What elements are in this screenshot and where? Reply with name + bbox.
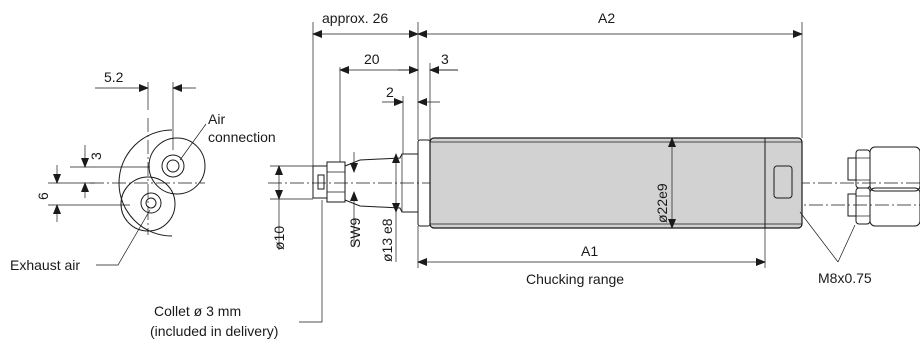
d10-label: ø10 <box>271 226 287 250</box>
air-connection-leader <box>179 123 207 161</box>
collet-nut <box>326 161 346 203</box>
collet-label-line1: Collet ø 3 mm <box>154 303 241 319</box>
fitting-top-body <box>869 146 920 192</box>
dim-approx-26-label: approx. 26 <box>322 10 388 26</box>
collet-label-line2: (included in delivery) <box>150 323 278 339</box>
air-connection-port <box>161 154 185 178</box>
air-connection-label-line1: Air <box>208 111 225 127</box>
fitting-top-nut <box>855 149 871 189</box>
dim-3-top-label: 3 <box>441 51 449 67</box>
fitting-bottom-body <box>869 187 920 227</box>
dim-5-2-label: 5.2 <box>104 69 124 85</box>
fitting-top-thread <box>847 157 857 181</box>
spindle-body <box>429 137 803 229</box>
air-connection-label-line2: connection <box>208 129 276 145</box>
rear-hex-socket <box>773 165 793 199</box>
exhaust-air-leader <box>96 209 151 266</box>
air-fitting-top <box>847 146 920 192</box>
exhaust-lobe <box>120 176 176 232</box>
air-fitting-bottom <box>847 187 920 227</box>
sw9-label: SW9 <box>347 217 363 248</box>
collet-nose <box>312 165 328 199</box>
exhaust-air-label: Exhaust air <box>10 257 80 273</box>
exhaust-port-inner <box>145 197 157 209</box>
side-view: approx. 26 A2 20 3 2 ø10 SW9 ø13 e8 <box>150 10 920 339</box>
a1-label: A1 <box>581 243 598 259</box>
chucking-range-label: Chucking range <box>526 271 624 287</box>
dim-a2-label: A2 <box>598 10 615 26</box>
dim-6-label: 6 <box>35 192 51 200</box>
end-view: 5.2 3 6 Air connection Exhaust air <box>10 69 276 273</box>
dim-3-label: 3 <box>88 152 104 160</box>
fitting-bottom-nut <box>855 187 871 225</box>
dim-2-label: 2 <box>386 84 394 100</box>
m8-leader-right <box>837 224 856 263</box>
exhaust-port <box>140 192 162 214</box>
air-connection-lobe <box>148 137 206 195</box>
m8-label: M8x0.75 <box>818 270 872 286</box>
d13-label: ø13 e8 <box>379 218 395 262</box>
collet-slot <box>317 174 325 190</box>
d22-label: ø22e9 <box>654 183 670 223</box>
air-connection-port-inner <box>166 159 180 173</box>
m8-leader-left <box>799 211 839 263</box>
collet-leader <box>299 200 323 323</box>
dim-20-label: 20 <box>364 51 380 67</box>
